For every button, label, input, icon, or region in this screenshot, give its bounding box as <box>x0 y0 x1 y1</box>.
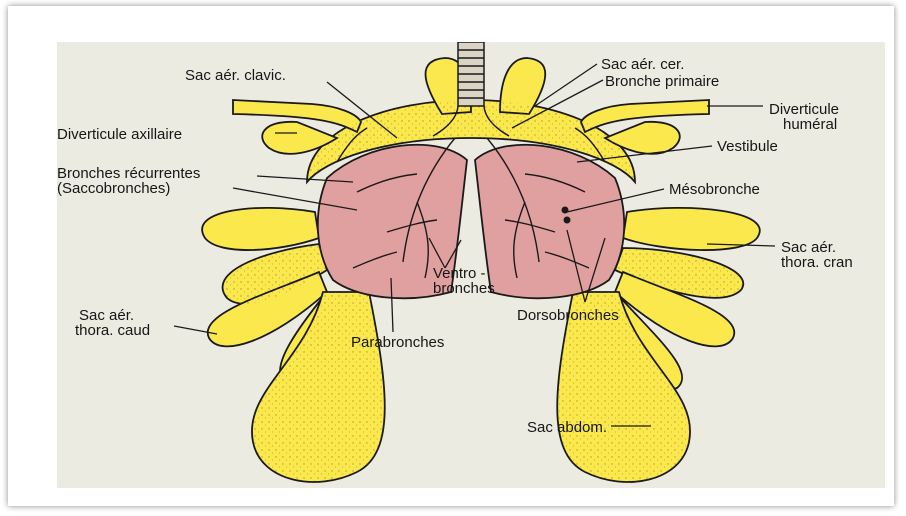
label-sac-abdom: Sac abdom. <box>527 420 607 435</box>
label-sac-aer-cer: Sac aér. cer. <box>601 57 684 72</box>
label-bronches-recurrentes-line1: Bronches récurrentes <box>57 166 200 181</box>
label-sac-aer-thora-cran-line1: Sac aér. <box>781 240 853 255</box>
label-sac-aer-thora-cran: Sac aér. thora. cran <box>781 240 853 270</box>
label-sac-aer-clavic: Sac aér. clavic. <box>185 68 286 83</box>
label-ventrobronches-line2: bronches <box>433 281 495 296</box>
label-bronche-primaire: Bronche primaire <box>605 74 719 89</box>
figure-frame: Sac aér. clavic. Sac aér. cer. Bronche p… <box>8 6 894 506</box>
label-mesobronche: Mésobronche <box>669 182 760 197</box>
lung-right <box>475 145 624 299</box>
label-dorsobronches: Dorsobronches <box>517 308 619 323</box>
label-diverticule-humeral-line2: huméral <box>769 117 839 132</box>
label-diverticule-humeral: Diverticule huméral <box>769 102 839 132</box>
label-sac-aer-thora-caud: Sac aér. thora. caud <box>75 308 150 338</box>
cranial-thoracic-air-sac-right <box>623 208 760 250</box>
cranial-thoracic-air-sac-left <box>202 208 319 250</box>
label-diverticule-humeral-line1: Diverticule <box>769 102 839 117</box>
label-bronches-recurrentes-line2: (Saccobronches) <box>57 181 200 196</box>
bird-respiratory-diagram: Sac aér. clavic. Sac aér. cer. Bronche p… <box>57 42 885 488</box>
label-sac-aer-thora-cran-line2: thora. cran <box>781 255 853 270</box>
label-parabronches: Parabronches <box>351 335 444 350</box>
label-vestibule: Vestibule <box>717 139 778 154</box>
label-sac-aer-thora-caud-line1: Sac aér. <box>75 308 150 323</box>
label-bronches-recurrentes: Bronches récurrentes (Saccobronches) <box>57 166 200 196</box>
label-diverticule-axillaire: Diverticule axillaire <box>57 127 182 142</box>
label-ventrobronches-line1: Ventro - <box>433 266 495 281</box>
label-sac-aer-thora-caud-line2: thora. caud <box>75 323 150 338</box>
label-ventrobronches: Ventro - bronches <box>433 266 495 296</box>
